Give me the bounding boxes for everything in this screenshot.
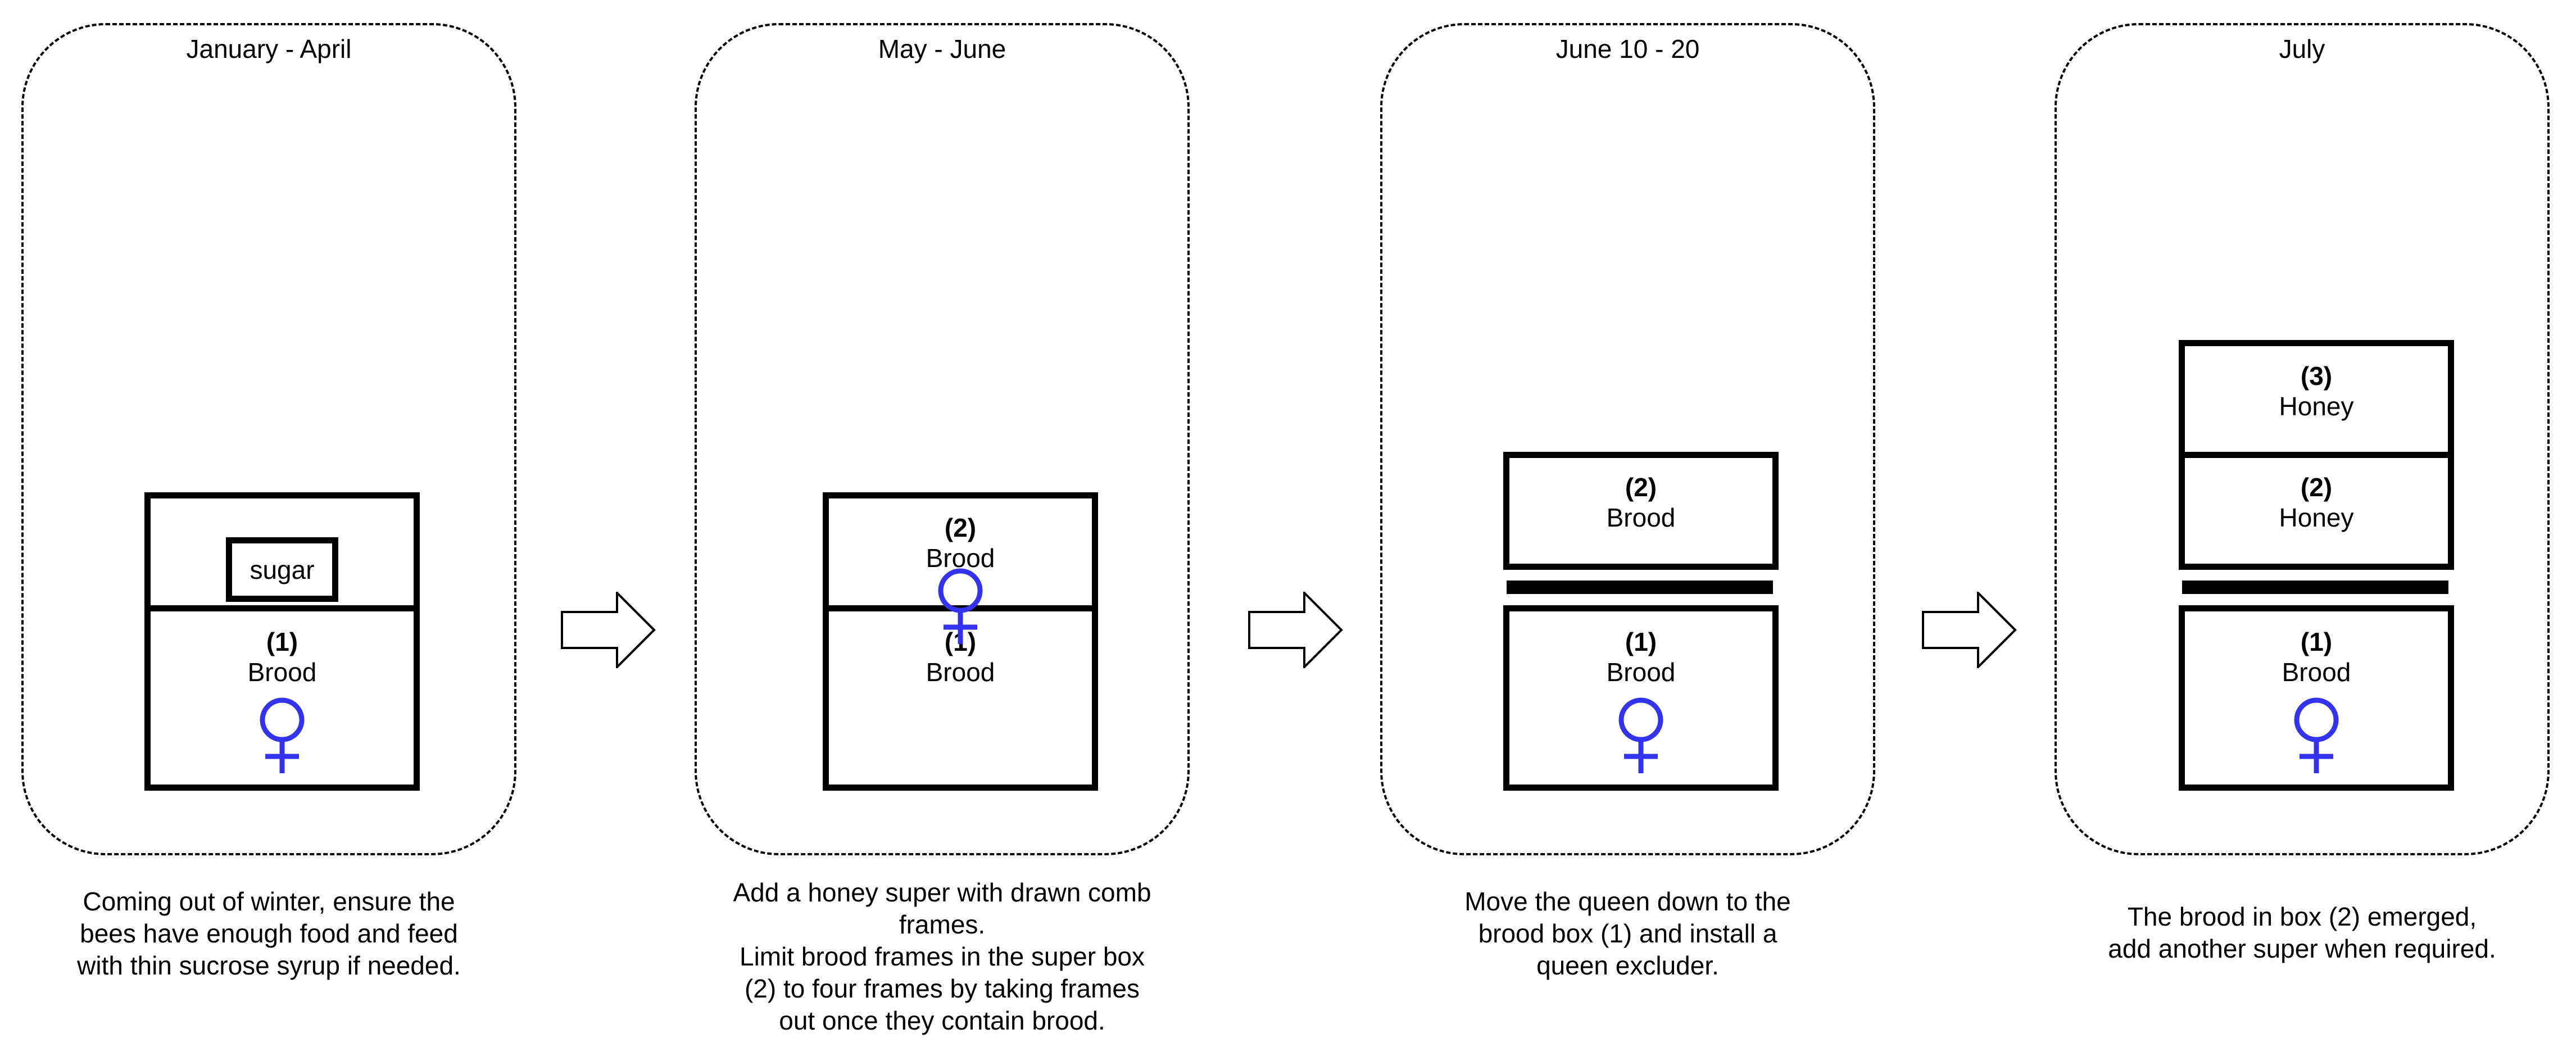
hive-box-2: (2) Honey	[2179, 452, 2454, 570]
panel-description: Add a honey super with drawn comb frames…	[695, 877, 1190, 1037]
box-label: Brood	[926, 543, 995, 573]
description-line: Move the queen down to the	[1464, 887, 1791, 916]
description-line: queen excluder.	[1536, 951, 1719, 980]
box-label: Brood	[926, 658, 995, 687]
box-number: (1)	[2300, 627, 2333, 656]
female-symbol-icon	[2294, 697, 2339, 773]
female-symbol-icon	[938, 568, 983, 644]
female-symbol-icon	[1618, 697, 1663, 773]
box-number: (1)	[266, 627, 298, 656]
panel-title: June 10 - 20	[1555, 34, 1700, 64]
description-line: The brood in box (2) emerged,	[2127, 902, 2477, 931]
description-line: out once they contain brood.	[779, 1006, 1105, 1035]
description-line: brood box (1) and install a	[1478, 919, 1777, 948]
description-line: Coming out of winter, ensure the	[83, 887, 455, 916]
box-label: Brood	[2282, 658, 2351, 687]
box-number: (2)	[2300, 473, 2333, 502]
panel-july	[2055, 23, 2550, 855]
panel-january-april	[21, 23, 516, 855]
description-line: Limit brood frames in the super box	[739, 942, 1145, 971]
box-number: (3)	[2300, 361, 2333, 391]
box-number: (1)	[1625, 627, 1657, 656]
description-line: with thin sucrose syrup if needed.	[77, 951, 461, 980]
right-arrow-icon	[1922, 592, 2017, 668]
box-number: (2)	[1625, 473, 1657, 502]
panel-title: January - April	[186, 34, 352, 64]
description-line: bees have enough food and feed	[80, 919, 458, 948]
hive-box-3: (3) Honey	[2179, 340, 2454, 460]
queen-excluder	[2182, 581, 2448, 594]
description-line: (2) to four frames by taking frames	[744, 974, 1140, 1003]
panel-description: The brood in box (2) emerged, add anothe…	[2055, 901, 2550, 965]
panel-description: Move the queen down to the brood box (1)…	[1380, 886, 1875, 982]
right-arrow-icon	[1248, 592, 1343, 668]
panel-june-10-20	[1380, 23, 1875, 855]
box-label: Brood	[1606, 658, 1676, 687]
right-arrow-icon	[561, 592, 656, 668]
sugar-label: sugar	[250, 555, 315, 584]
description-line: frames.	[899, 910, 986, 939]
hive-box-1: (1) Brood	[144, 605, 420, 791]
box-label: Honey	[2279, 503, 2354, 532]
box-label: Brood	[1606, 503, 1676, 532]
box-number: (2)	[944, 513, 977, 542]
panel-title: July	[2279, 34, 2325, 64]
queen-excluder	[1507, 581, 1773, 594]
box-label: Brood	[247, 658, 317, 687]
sugar-feeder: sugar	[226, 537, 338, 602]
panel-description: Coming out of winter, ensure the bees ha…	[21, 886, 516, 982]
box-label: Honey	[2279, 392, 2354, 421]
female-symbol-icon	[260, 697, 305, 773]
panel-title: May - June	[878, 34, 1006, 64]
panel-may-june	[695, 23, 1190, 855]
hive-box-2: (2) Brood	[1503, 452, 1779, 570]
description-line: add another super when required.	[2108, 934, 2496, 963]
description-line: Add a honey super with drawn comb	[733, 878, 1151, 907]
